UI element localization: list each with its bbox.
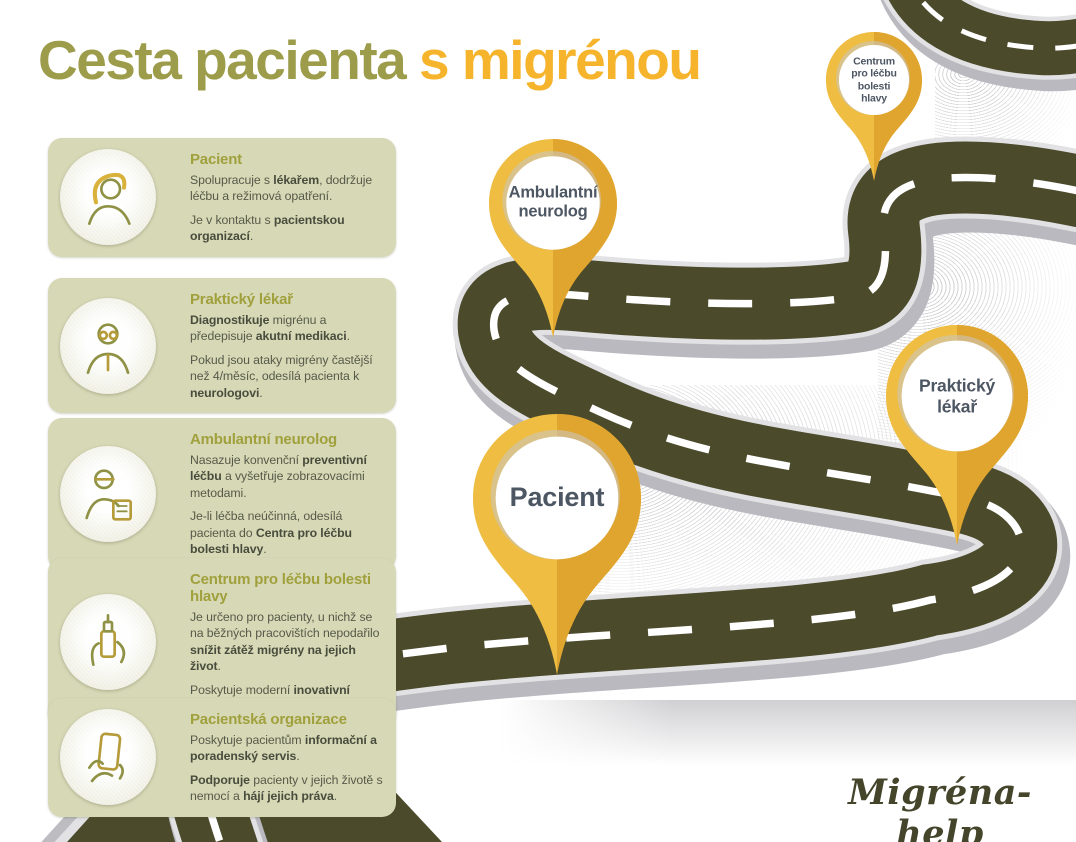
card-paragraph: Spolupracuje s lékařem, dodržuje léčbu a…	[190, 173, 373, 204]
card-heading: Praktický lékař	[190, 291, 293, 308]
pin-label-prakticky-lekar: Praktický lékař	[918, 375, 996, 416]
road-corner-piece	[880, 0, 1076, 92]
medicine-bottle-icon	[60, 594, 156, 691]
woman-portrait-icon	[60, 149, 156, 246]
card-paragraph: Nasazuje konvenční preventivní léčbu a v…	[190, 453, 367, 500]
map-pin-pacient	[473, 414, 641, 675]
card-paragraph: Je určeno pro pacienty, u nichž se na bě…	[190, 610, 380, 674]
title-part-yellow: s migrénou	[419, 29, 702, 91]
card-heading: Pacientská organizace	[190, 711, 347, 728]
card-heading: Ambulantní neurolog	[190, 431, 338, 448]
card-paragraph: Podporuje pacienty v jejich životě s nem…	[190, 772, 383, 804]
map-pin-centrum	[826, 32, 922, 181]
hands-holding-phone-icon	[60, 709, 156, 806]
title-part-olive: Cesta pacienta	[38, 29, 420, 91]
card-paragraph: Pokud jsou ataky migrény častější než 4/…	[190, 352, 373, 400]
card-paragraph: Poskytuje pacientům informační a poraden…	[190, 733, 377, 764]
card-paragraph: Je-li léčba neúčinná, odesílá pacienta d…	[190, 509, 352, 557]
card-paragraph: Je v kontaktu s pacientskou organizací.	[190, 212, 345, 244]
card-heading: Centrum pro léčbu bolesti hlavy	[190, 571, 371, 605]
pin-label-pacient: Pacient	[509, 482, 605, 513]
pin-label-ambulantni-neurolog: Ambulantní neurolog	[508, 183, 598, 221]
neurologist-portrait-icon	[60, 445, 156, 542]
road-main	[161, 136, 1076, 842]
card-heading: Pacient	[190, 151, 242, 168]
pin-label-centrum: Centrum pro léčbu bolesti hlavy	[851, 55, 897, 105]
doctor-portrait-icon	[60, 297, 156, 394]
card-paragraph: Diagnostikuje migrénu a předepisuje akut…	[190, 313, 350, 344]
page-title: Cesta pacienta s migrénou	[38, 28, 702, 92]
map-pin-prakticky-lekar	[886, 325, 1028, 546]
map-pin-ambulantni-neurolog	[489, 139, 617, 338]
migrena-help-logo: Migréna-help	[848, 772, 1032, 842]
